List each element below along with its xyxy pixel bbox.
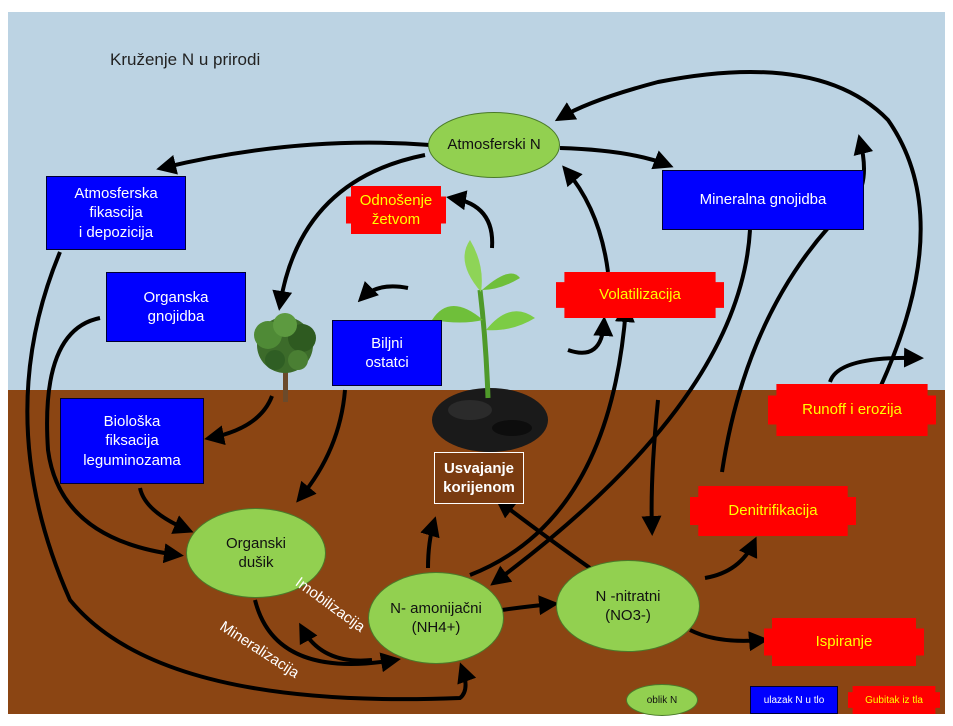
arrow-mineral-to-ammonium (490, 229, 752, 586)
organic-n-node: Organski dušik (186, 508, 326, 598)
harvest-removal-box: Odnošenje žetvom (346, 186, 446, 234)
runoff-erosion-box: Runoff i erozija (768, 384, 936, 436)
harvest-line-1: Odnošenje (359, 191, 433, 209)
tree-icon (254, 313, 316, 402)
arrow-plant-to-harvest (446, 190, 495, 249)
arrow-runoff-out (828, 347, 924, 383)
arrow-ammonium-to-nitrate (501, 595, 559, 616)
residue-line-2: ostatci (365, 354, 409, 371)
organic-n-label-2: dušik (238, 554, 274, 571)
atm-fix-line-2: fikascija (89, 204, 143, 222)
organic-n-label-1: Organski (225, 534, 287, 552)
atm-fix-line-1: Atmosferska (74, 184, 158, 202)
arrow-nitrate-to-leach (689, 628, 769, 652)
ammonium-n-node: N- amonijačni (NH4+) (368, 572, 504, 664)
arrow-ammonium-to-organic (299, 622, 373, 663)
root-uptake-box: Usvajanje korijenom (434, 452, 524, 504)
biological-fixation-box: Biološka fiksacija leguminozama (60, 398, 204, 484)
ammonium-n-label-1: N- amonijačni (390, 599, 482, 617)
legend-loss: Gubitak iz tla (848, 686, 940, 714)
flow-arrows (25, 69, 924, 702)
arrow-loop-to-vol (567, 316, 614, 355)
volatilization-label: Volatilizacija (599, 286, 681, 304)
uptake-line-2: korijenom (443, 479, 515, 496)
mineral-fert-label: Mineralna gnojidba (699, 191, 827, 209)
arrow-loop-to-atm (554, 69, 923, 393)
denitrification-box: Denitrifikacija (690, 486, 856, 536)
nitrate-n-label-2: (NO3-) (605, 607, 651, 624)
plant-icon (432, 240, 548, 452)
atmospheric-n-node: Atmosferski N (428, 112, 560, 178)
plant-residue-box: Biljni ostatci (332, 320, 442, 386)
org-fert-line-1: Organska (143, 288, 209, 306)
nitrate-n-node: N -nitratni (NO3-) (556, 560, 700, 652)
arrow-organic-to-ammonium (253, 599, 401, 673)
arrow-ammonium-to-vol (469, 302, 635, 577)
arrow-vol-to-atm (562, 165, 610, 273)
arrow-atm-to-atmfix (156, 140, 431, 175)
arrow-bio-to-organic (138, 487, 194, 534)
mineral-fertilization-box: Mineralna gnojidba (662, 170, 864, 230)
bio-fix-line-3: leguminozama (83, 451, 181, 469)
volatilization-box: Volatilizacija (556, 272, 724, 318)
diagram-title: Kruženje N u prirodi (110, 50, 261, 69)
leaching-box: Ispiranje (764, 618, 924, 666)
arrow-tree-to-bio (204, 395, 274, 446)
legend-loss-label: Gubitak iz tla (865, 694, 923, 706)
uptake-line-1: Usvajanje (443, 459, 515, 477)
arrow-atm-to-mineral (559, 146, 674, 170)
arrow-nitrate-to-denit (704, 536, 758, 580)
denitrification-label: Denitrifikacija (728, 502, 818, 520)
organic-fertilization-box: Organska gnojidba (106, 272, 246, 342)
leaching-label: Ispiranje (815, 633, 873, 651)
harvest-line-2: žetvom (371, 211, 421, 228)
atmospheric-fixation-box: Atmosferska fikascija i depozicija (46, 176, 186, 250)
arrow-nitrate-to-uptake (495, 498, 592, 570)
arrow-atmfix-to-ammonium (25, 251, 477, 702)
arrow-plant-to-residue (357, 281, 409, 303)
residue-line-1: Biljni (371, 334, 403, 352)
arrow-orgfert-to-organic (45, 316, 184, 564)
legend-form-label: oblik N (646, 694, 678, 706)
atmospheric-n-label: Atmosferski N (447, 136, 541, 154)
nitrate-n-label-1: N -nitratni (595, 587, 661, 605)
runoff-label: Runoff i erozija (802, 401, 902, 419)
bio-fix-line-2: fiksacija (105, 432, 159, 450)
ammonium-n-label-2: (NH4+) (411, 619, 461, 636)
legend-input: ulazak N u tlo (750, 686, 838, 714)
arrow-atm-to-tree (272, 153, 426, 311)
bio-fix-line-1: Biološka (103, 412, 161, 430)
legend-form: oblik N (626, 684, 698, 716)
arrow-residue-to-organic (296, 389, 347, 503)
arrow-ammonium-to-uptake (420, 516, 440, 569)
org-fert-line-2: gnojidba (147, 308, 205, 325)
atm-fix-line-3: i depozicija (78, 223, 154, 241)
legend-input-label: ulazak N u tlo (763, 694, 825, 706)
arrow-mineral-to-nitrate (641, 399, 662, 536)
